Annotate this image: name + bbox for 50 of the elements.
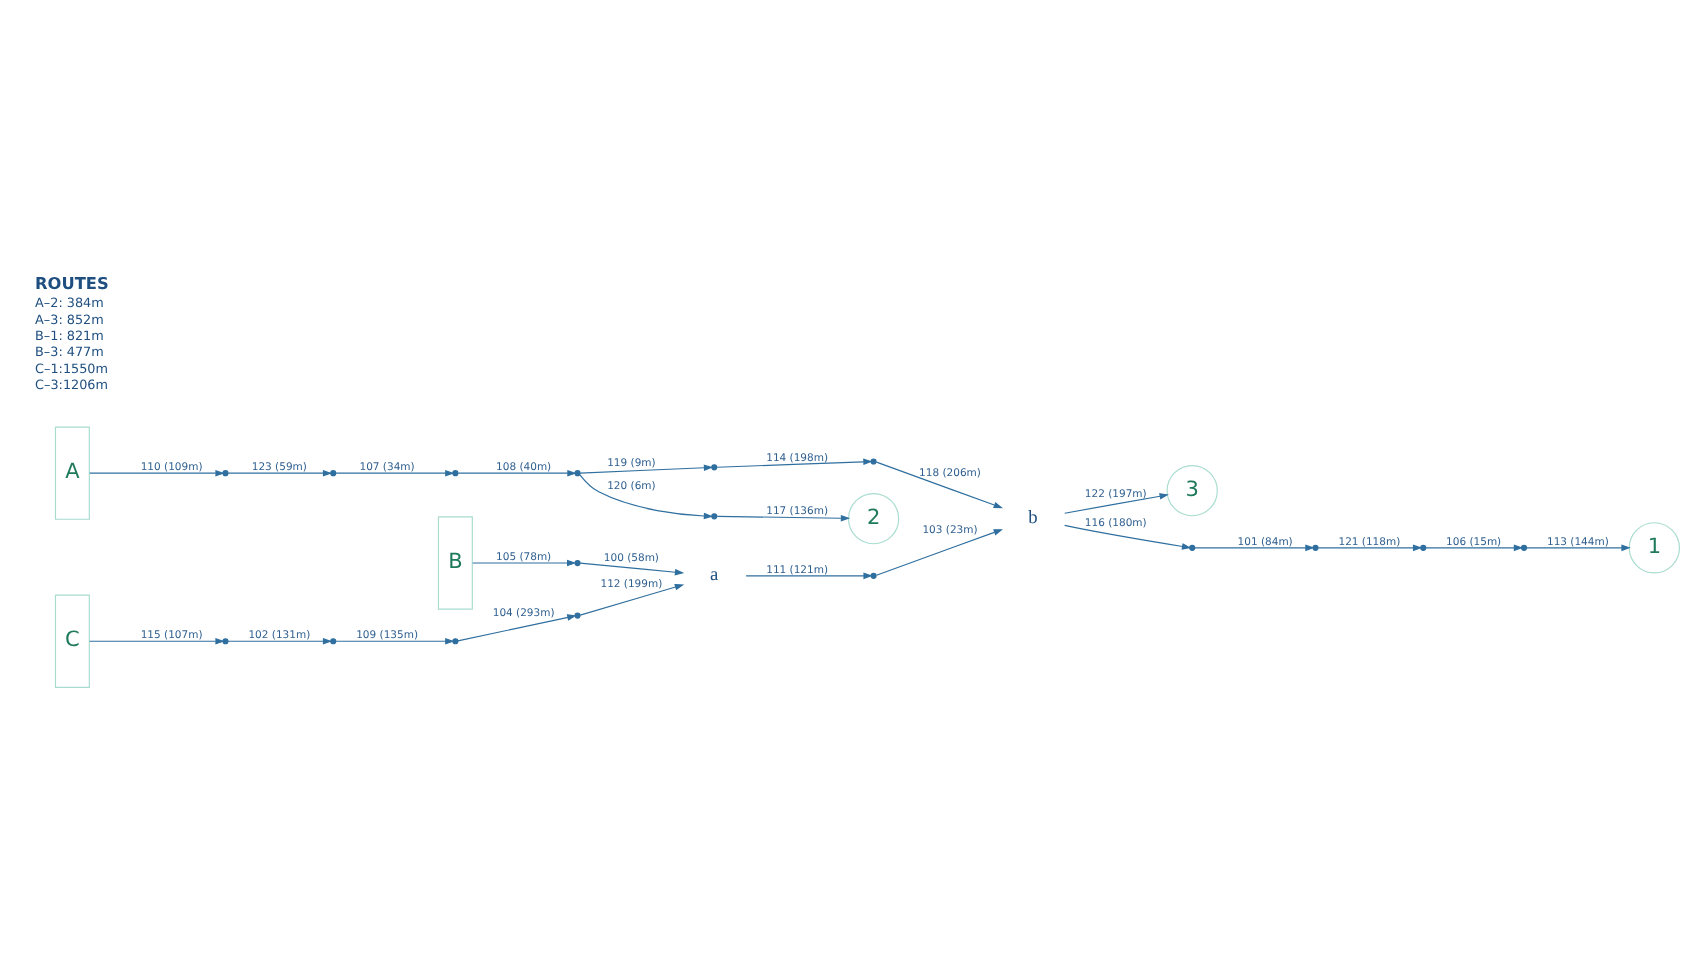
arrow bbox=[88, 468, 224, 476]
arrow bbox=[334, 636, 454, 644]
node-box: B bbox=[436, 515, 472, 609]
node-circle: 1 bbox=[1627, 521, 1680, 573]
node-point bbox=[329, 469, 336, 476]
node-text: a bbox=[709, 565, 718, 586]
node-point bbox=[221, 469, 228, 476]
node-point bbox=[1311, 543, 1318, 550]
node-point bbox=[710, 512, 717, 519]
node-point bbox=[710, 463, 717, 470]
arrow bbox=[715, 513, 850, 521]
node-point bbox=[451, 469, 458, 476]
arrow bbox=[578, 561, 684, 575]
node-point bbox=[1419, 543, 1426, 550]
node-point bbox=[1188, 543, 1195, 550]
node-text: b bbox=[1027, 508, 1037, 529]
arrow bbox=[578, 582, 684, 615]
arrow bbox=[226, 468, 332, 476]
arrow bbox=[88, 636, 224, 644]
arrow bbox=[1525, 543, 1630, 551]
node-box: A bbox=[53, 425, 89, 519]
arrow bbox=[578, 473, 713, 519]
arrow bbox=[874, 460, 1002, 508]
arrow bbox=[874, 528, 1002, 575]
node-point bbox=[573, 611, 580, 618]
arrow bbox=[226, 636, 332, 644]
arrow bbox=[1316, 543, 1422, 551]
node-point bbox=[573, 558, 580, 566]
arrow bbox=[334, 468, 454, 476]
arrow bbox=[1063, 492, 1168, 513]
arrow bbox=[456, 613, 576, 641]
node-point bbox=[329, 637, 336, 644]
arrow bbox=[1193, 543, 1314, 551]
arrow bbox=[715, 457, 872, 467]
label: ROUTES bbox=[34, 271, 108, 292]
arrow bbox=[578, 463, 713, 473]
node-point bbox=[221, 637, 228, 644]
arrow bbox=[744, 571, 872, 579]
node-circle: 3 bbox=[1165, 464, 1217, 516]
node-circle: 2 bbox=[846, 492, 899, 544]
node-point bbox=[869, 457, 876, 464]
node-box: C bbox=[53, 593, 89, 687]
node-point bbox=[1519, 543, 1527, 550]
arrow bbox=[471, 558, 576, 566]
node-point bbox=[573, 469, 580, 476]
arrow bbox=[456, 468, 576, 476]
arrow bbox=[1424, 543, 1523, 551]
node-point bbox=[869, 571, 876, 578]
arrow bbox=[1063, 523, 1191, 549]
node-point bbox=[451, 637, 458, 644]
